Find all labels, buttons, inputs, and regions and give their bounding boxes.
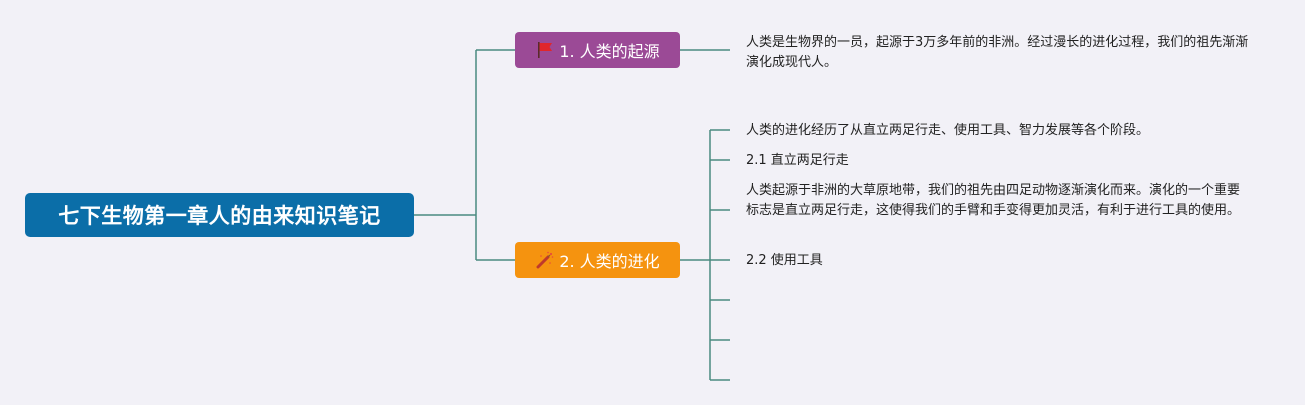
leaf-tools-heading[interactable]: 2.2 使用工具 [746,253,823,268]
branch-topic-origin[interactable]: 1. 人类的起源 [515,32,680,68]
leaf-evolution-summary[interactable]: 人类的进化经历了从直立两足行走、使用工具、智力发展等各个阶段。 [746,123,1150,138]
red-flag-icon [535,40,555,60]
branch-topic-origin-label: 1. 人类的起源 [559,42,660,61]
branch-topic-evolution-label: 2. 人类的进化 [559,252,660,271]
branch-topic-evolution[interactable]: 2. 人类的进化 [515,242,680,278]
leaf-bipedal-detail[interactable]: 人类起源于非洲的大草原地带，我们的祖先由四足动物逐渐演化而来。演化的一个重要标志… [746,183,1241,218]
leaf-origin-summary[interactable]: 人类是生物界的一员，起源于3万多年前的非洲。经过漫长的进化过程，我们的祖先渐渐演… [746,35,1249,70]
leaf-bipedal-heading[interactable]: 2.1 直立两足行走 [746,153,849,168]
root-topic-label: 七下生物第一章人的由来知识笔记 [58,204,381,228]
firecracker-icon [535,250,555,270]
root-topic[interactable]: 七下生物第一章人的由来知识笔记 [25,193,414,237]
